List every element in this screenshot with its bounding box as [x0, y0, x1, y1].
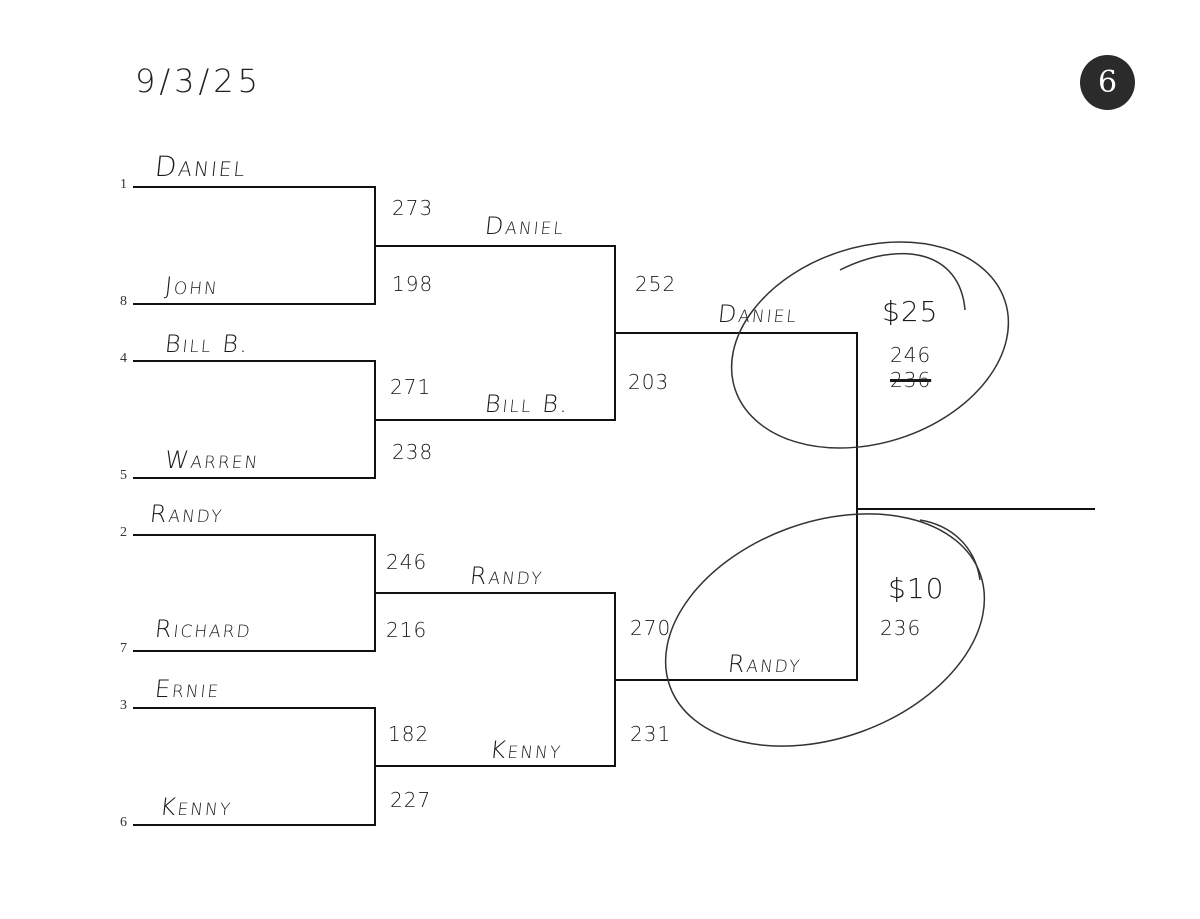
bracket-line: [375, 245, 616, 247]
prize-amount: $25: [882, 295, 939, 328]
player-name: Richard: [153, 615, 254, 643]
bracket-line: [133, 186, 376, 188]
score: 252: [635, 272, 677, 296]
player-name: John: [163, 272, 221, 300]
score: 273: [392, 196, 434, 220]
prize-amount: $10: [888, 572, 945, 605]
circle-annotation: [664, 513, 986, 747]
bracket-line: [133, 477, 376, 479]
circle-annotation-tail: [919, 519, 981, 581]
player-name: Daniel: [153, 150, 249, 183]
player-name: Kenny: [158, 793, 234, 821]
score: 238: [392, 440, 434, 464]
player-name: Ernie: [153, 675, 222, 703]
date: 9/3/25: [135, 62, 262, 100]
finalist-name: Randy: [726, 650, 804, 678]
seed-number: 5: [120, 468, 127, 483]
score: 231: [630, 722, 672, 746]
score: 182: [388, 722, 430, 746]
bracket-line: [133, 303, 376, 305]
bracket-line: [615, 332, 858, 334]
seed-number: 2: [120, 525, 127, 540]
bracket-line: [133, 534, 376, 536]
player-name: Kenny: [488, 736, 564, 764]
score: 203: [628, 370, 670, 394]
player-name: Bill B.: [483, 390, 572, 418]
circle-annotation: [730, 241, 1010, 449]
bracket-line: [133, 824, 376, 826]
champion-line: [857, 508, 1095, 510]
score: 198: [392, 272, 434, 296]
seed-number: 3: [120, 698, 127, 713]
bracket-line: [615, 679, 858, 681]
seed-number: 7: [120, 641, 127, 656]
bracket-line: [133, 360, 376, 362]
seed-number: 4: [120, 351, 127, 366]
player-name: Bill B.: [163, 330, 252, 358]
score: 271: [390, 375, 432, 399]
player-name: Randy: [468, 562, 546, 590]
bracket-line: [133, 707, 376, 709]
score: 246: [890, 343, 932, 367]
bracket-connector: [856, 332, 858, 681]
page-number-badge: 6: [1080, 55, 1135, 110]
bracket-line: [375, 419, 616, 421]
player-name: Warren: [163, 446, 261, 474]
score: 216: [386, 618, 428, 642]
bracket-line: [375, 765, 616, 767]
seed-number: 1: [120, 177, 127, 192]
player-name: Randy: [148, 500, 226, 528]
seed-number: 6: [120, 815, 127, 830]
struck-score: 236: [890, 368, 932, 392]
score: 270: [630, 616, 672, 640]
player-name: Daniel: [483, 212, 567, 240]
seed-number: 8: [120, 294, 127, 309]
bracket-line: [133, 650, 376, 652]
score: 227: [390, 788, 432, 812]
score: 236: [880, 616, 922, 640]
finalist-name: Daniel: [716, 300, 800, 328]
bracket-line: [375, 592, 616, 594]
score: 246: [386, 550, 428, 574]
